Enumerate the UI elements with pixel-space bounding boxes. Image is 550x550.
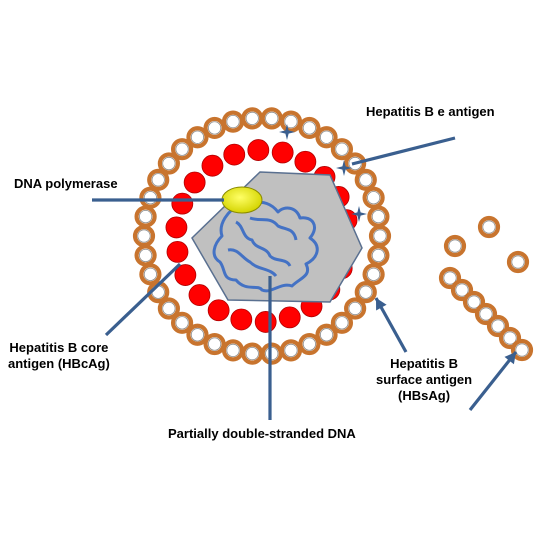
pointer-filament-head (504, 352, 516, 365)
envelope-bead-inner (245, 346, 259, 361)
filament-bead-inner (515, 343, 529, 357)
core-bead (201, 154, 224, 177)
envelope-bead-inner (175, 316, 189, 330)
pointer-filament (468, 351, 518, 411)
envelope-bead-inner (162, 156, 176, 171)
filament-bead-inner (455, 283, 469, 297)
core-bead (271, 141, 294, 164)
core-bead (171, 192, 194, 215)
dna-strand (212, 197, 319, 293)
envelope-bead-inner (367, 267, 381, 281)
e-antigen-stars (279, 124, 367, 222)
label-core-antigen: Hepatitis B core antigen (HBcAg) (8, 340, 110, 372)
envelope-bead-inner (367, 191, 381, 205)
filament-bead-inner (479, 307, 493, 321)
pointer-core-antigen (104, 262, 182, 337)
envelope-bead-inner (302, 337, 317, 351)
envelope-bead-inner (348, 156, 362, 171)
core-bead (247, 139, 270, 161)
label-surface-antigen-line3: (HBsAg) (398, 388, 451, 403)
envelope-bead-inner (190, 328, 205, 342)
core-bead (230, 308, 253, 331)
envelope-bead-inner (143, 267, 157, 281)
filament-bead-inner (467, 295, 481, 309)
label-surface-antigen-line2: surface antigen (376, 372, 473, 387)
envelope-bead-inner (143, 191, 157, 205)
core-bead (165, 216, 188, 239)
dna-polymerase-blob (221, 186, 263, 214)
filament-bead-inner (503, 331, 517, 345)
e-antigen-star (351, 206, 367, 222)
envelope-bead-inner (359, 285, 373, 299)
envelope-bead-inner (207, 121, 222, 135)
envelope-bead-inner (335, 142, 349, 156)
free-hbsag-particle-inner (482, 220, 496, 234)
envelope-bead-inner (226, 115, 240, 129)
pointer-e-antigen (351, 136, 456, 166)
label-surface-antigen-line1: Hepatitis B (390, 356, 458, 371)
core-bead (223, 143, 246, 166)
envelope-bead-inner (162, 301, 176, 316)
label-e-antigen: Hepatitis B e antigen (366, 104, 495, 119)
envelope-bead-inner (137, 229, 151, 243)
filament-bead-inner (443, 271, 457, 285)
label-dna-polymerase: DNA polymerase (14, 176, 118, 191)
envelope-bead-inner (319, 130, 334, 144)
e-antigen-star (336, 160, 352, 176)
envelope-bead-inner (265, 111, 279, 126)
envelope-bead-inner (371, 209, 385, 224)
core-bead (278, 306, 301, 329)
envelope-bead-inner (302, 121, 317, 135)
envelope-bead-inner (319, 328, 334, 342)
pointer-surface-antigen-head (376, 298, 387, 311)
envelope-bead-inner (139, 209, 153, 224)
envelope-bead-inner (359, 173, 373, 187)
envelope-bead-inner (284, 343, 298, 357)
envelope-bead-inner (265, 346, 279, 361)
core-bead (188, 284, 211, 306)
envelope-bead-inner (335, 316, 349, 330)
envelope-bead-inner (226, 343, 240, 357)
core-bead (183, 171, 206, 194)
label-core-antigen-line2: antigen (HBcAg) (8, 356, 110, 371)
core-bead (174, 264, 197, 286)
free-hbsag-particle-inner (511, 255, 525, 269)
envelope-bead-inner (348, 301, 362, 316)
envelope-bead-inner (207, 337, 222, 351)
core-bead (166, 240, 189, 263)
filament-bead-inner (491, 319, 505, 333)
label-pointers (92, 136, 518, 420)
core-bead (207, 299, 230, 322)
e-antigen-star (279, 124, 295, 140)
envelope-bead-inner (139, 248, 153, 263)
free-hbsag-particle-inner (448, 239, 462, 253)
envelope-bead-inner (175, 142, 189, 156)
hbsag-filament (438, 266, 534, 362)
capsid-hexagon (191, 171, 363, 303)
envelope-bead-inner (284, 115, 298, 129)
label-core-antigen-line1: Hepatitis B core (9, 340, 109, 355)
label-surface-antigen: Hepatitis B surface antigen (HBsAg) (376, 356, 472, 404)
free-hbsag-particles (443, 215, 530, 274)
core-bead (254, 311, 277, 333)
core-bead (294, 150, 317, 173)
envelope-bead-inner (373, 229, 387, 243)
envelope-bead-inner (245, 111, 259, 126)
label-dna: Partially double-stranded DNA (168, 426, 356, 441)
envelope-bead-inner (190, 130, 205, 144)
envelope-bead-inner (151, 173, 165, 187)
envelope-bead-inner (371, 248, 385, 263)
